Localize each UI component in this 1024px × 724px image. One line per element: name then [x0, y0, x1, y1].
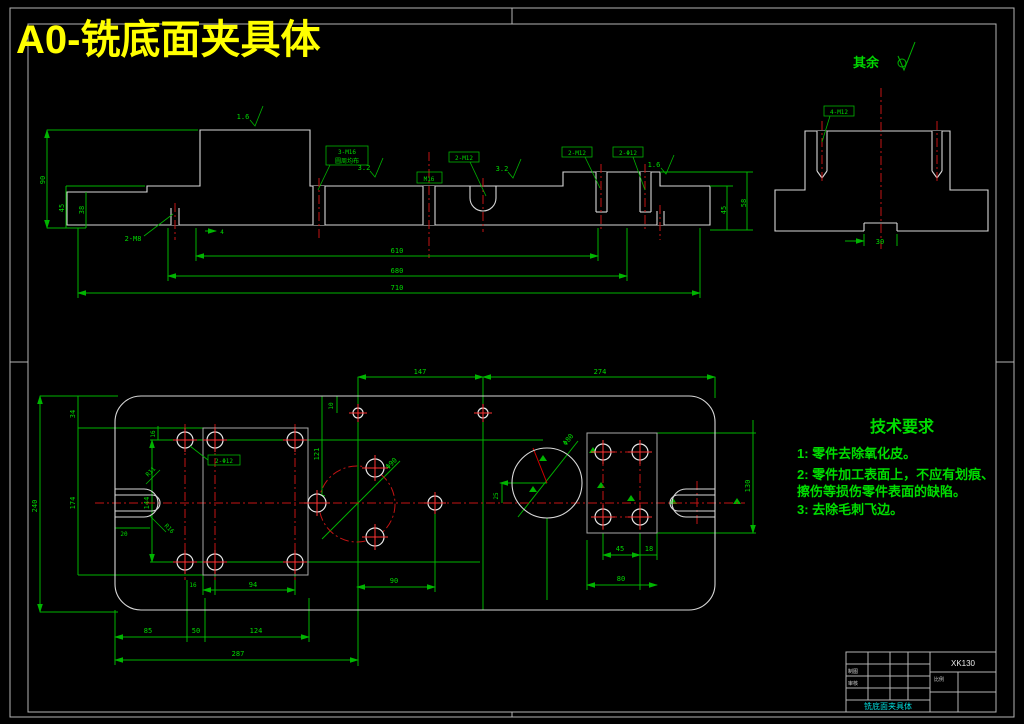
title-block: XK130 铣底面夹具体 制图 审核 比例 — [845, 651, 997, 713]
surface-finish-label: 其余 — [853, 55, 880, 70]
tech-req-line1: 1: 零件去除氧化皮。 — [797, 446, 916, 461]
svg-text:4: 4 — [220, 229, 224, 236]
svg-text:58: 58 — [740, 199, 748, 207]
svg-text:2-M12: 2-M12 — [568, 150, 586, 157]
surface-finish-note: 其余 — [853, 41, 916, 72]
svg-text:30: 30 — [876, 238, 884, 246]
svg-text:M16: M16 — [424, 176, 435, 183]
plan-holes — [173, 404, 652, 574]
title-block-cell-1: 制图 — [848, 668, 858, 675]
svg-text:274: 274 — [594, 368, 607, 376]
plan-view: 147 274 10 240 34 174 144 16 121 — [31, 368, 756, 666]
side-body — [774, 130, 989, 232]
sheet-frame — [9, 7, 1015, 718]
svg-text:45: 45 — [720, 206, 728, 214]
svg-text:2-M8: 2-M8 — [125, 235, 142, 243]
svg-text:121: 121 — [313, 448, 321, 461]
side-view: 4-M12 30 — [774, 88, 989, 249]
title-block-cell-3: 比例 — [934, 676, 944, 683]
svg-text:710: 710 — [391, 284, 404, 292]
title-block-part-name: 铣底面夹具体 — [864, 701, 912, 711]
svg-text:90: 90 — [39, 176, 47, 184]
svg-text:130: 130 — [744, 480, 752, 493]
svg-text:1.6: 1.6 — [648, 161, 661, 169]
svg-text:圆周均布: 圆周均布 — [335, 157, 359, 165]
svg-text:38: 38 — [78, 206, 86, 214]
svg-text:90: 90 — [390, 577, 398, 585]
svg-text:680: 680 — [391, 267, 404, 275]
svg-text:94: 94 — [249, 581, 257, 589]
svg-text:240: 240 — [31, 500, 39, 513]
svg-text:16: 16 — [189, 582, 197, 589]
svg-text:80: 80 — [617, 575, 625, 583]
svg-text:3.2: 3.2 — [496, 165, 509, 173]
svg-text:2-Φ12: 2-Φ12 — [215, 458, 233, 465]
front-centerlines — [174, 152, 661, 258]
svg-text:1.6: 1.6 — [237, 113, 250, 121]
front-holes — [170, 172, 665, 225]
title-block-model: XK130 — [951, 659, 976, 668]
front-section-view: 90 45 38 1.6 3-M16 圆周均布 3.2 M16 2-M12 3.… — [39, 105, 753, 298]
svg-text:147: 147 — [414, 368, 427, 376]
tech-req-line3: 擦伤等损伤零件表面的缺陷。 — [797, 484, 966, 499]
svg-text:18: 18 — [645, 545, 653, 553]
front-bottom-dims: 610 680 710 — [77, 228, 701, 298]
tech-req-title: 技术要求 — [870, 417, 935, 436]
svg-text:287: 287 — [232, 650, 245, 658]
svg-text:25: 25 — [493, 492, 500, 500]
svg-text:10: 10 — [328, 402, 335, 410]
svg-text:124: 124 — [250, 627, 263, 635]
side-callouts: 4-M12 30 — [821, 105, 898, 246]
front-body — [66, 129, 711, 226]
svg-text:2-Φ12: 2-Φ12 — [619, 150, 637, 157]
side-centerlines — [821, 88, 938, 249]
svg-text:2-M12: 2-M12 — [455, 155, 473, 162]
svg-text:50: 50 — [192, 627, 200, 635]
svg-text:16: 16 — [150, 430, 157, 438]
svg-text:45: 45 — [616, 545, 624, 553]
svg-text:174: 174 — [69, 497, 77, 510]
svg-text:4-M12: 4-M12 — [830, 109, 848, 116]
front-left-dims: 90 45 38 — [39, 129, 198, 229]
svg-text:45: 45 — [58, 204, 66, 212]
svg-text:610: 610 — [391, 247, 404, 255]
front-right-dims: 45 58 — [660, 171, 753, 231]
svg-text:3.2: 3.2 — [358, 164, 371, 172]
svg-text:20: 20 — [120, 531, 128, 538]
drawing-title: A0-铣底面夹具体 — [16, 18, 320, 62]
svg-text:34: 34 — [69, 410, 77, 418]
roughness-check-icon — [897, 41, 916, 72]
title-block-cell-2: 审核 — [848, 680, 858, 687]
tech-req-line4: 3: 去除毛刺飞边。 — [797, 502, 903, 517]
plan-hole-callout: 2-Φ12 — [189, 445, 241, 466]
svg-text:3-M16: 3-M16 — [338, 149, 356, 156]
technical-requirements: 技术要求 1: 零件去除氧化皮。 2: 零件加工表面上，不应有划痕、 擦伤等损伤… — [797, 417, 994, 517]
svg-text:85: 85 — [144, 627, 152, 635]
tech-req-line2: 2: 零件加工表面上，不应有划痕、 — [797, 467, 994, 482]
front-callouts: 1.6 3-M16 圆周均布 3.2 M16 2-M12 3.2 2-M12 2… — [125, 105, 675, 243]
